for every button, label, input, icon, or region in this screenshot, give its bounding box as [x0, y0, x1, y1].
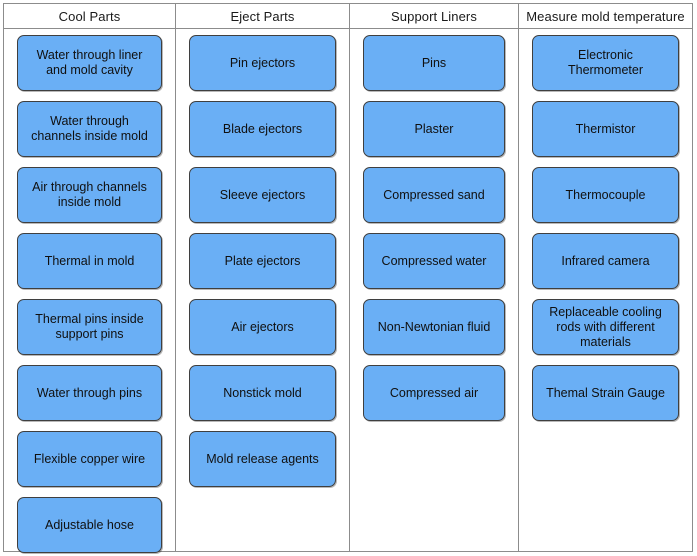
column-header-label: Eject Parts: [230, 8, 295, 24]
card-label: Adjustable hose: [45, 517, 134, 532]
card-node[interactable]: Water through pins: [17, 365, 162, 421]
column-header-row: Cool Parts Eject Parts Support Liners Me…: [4, 4, 692, 29]
card-node[interactable]: Non-Newtonian fluid: [363, 299, 505, 355]
card-label: Thermistor: [575, 121, 636, 136]
card-node[interactable]: Plaster: [363, 101, 505, 157]
card-node[interactable]: Adjustable hose: [17, 497, 162, 553]
card-label: Air through channels inside mold: [32, 180, 147, 209]
card-label: Water through channels inside mold: [31, 114, 148, 143]
card-label: Thermal pins inside support pins: [35, 312, 144, 341]
card-node[interactable]: Water through channels inside mold: [17, 101, 162, 157]
card-node[interactable]: Thermocouple: [532, 167, 679, 223]
card-node[interactable]: Blade ejectors: [189, 101, 336, 157]
card-label: Air ejectors: [231, 319, 294, 334]
card-node[interactable]: Mold release agents: [189, 431, 336, 487]
card-node[interactable]: Flexible copper wire: [17, 431, 162, 487]
card-label: Compressed sand: [383, 187, 485, 202]
column-body-measure-mold-temperature: Electronic Thermometer Thermistor Thermo…: [519, 29, 692, 551]
card-node[interactable]: Air ejectors: [189, 299, 336, 355]
card-label: Thermocouple: [565, 187, 646, 202]
card-label: Water through liner and mold cavity: [36, 48, 143, 77]
column-body-eject-parts: Pin ejectors Blade ejectors Sleeve eject…: [176, 29, 350, 551]
column-header-cool-parts: Cool Parts: [4, 4, 176, 28]
card-label: Nonstick mold: [223, 385, 302, 400]
card-node[interactable]: Plate ejectors: [189, 233, 336, 289]
column-header-support-liners: Support Liners: [350, 4, 519, 28]
card-label: Sleeve ejectors: [219, 187, 306, 202]
card-label: Water through pins: [36, 385, 143, 400]
card-label: Plate ejectors: [224, 253, 301, 268]
card-node[interactable]: Thermal in mold: [17, 233, 162, 289]
card-label: Non-Newtonian fluid: [377, 319, 491, 334]
card-label: Thermal in mold: [44, 253, 135, 268]
column-body-row: Water through liner and mold cavity Wate…: [4, 29, 692, 553]
card-node[interactable]: Infrared camera: [532, 233, 679, 289]
card-label: Blade ejectors: [222, 121, 303, 136]
affinity-diagram-board: Cool Parts Eject Parts Support Liners Me…: [3, 3, 693, 553]
card-label: Infrared camera: [561, 253, 650, 268]
card-node[interactable]: Water through liner and mold cavity: [17, 35, 162, 91]
card-label: Compressed air: [389, 385, 479, 400]
card-node[interactable]: Compressed air: [363, 365, 505, 421]
card-node[interactable]: Themal Strain Gauge: [532, 365, 679, 421]
column-header-label: Support Liners: [391, 8, 477, 24]
card-label: Compressed water: [381, 253, 487, 268]
card-label: Mold release agents: [206, 451, 319, 466]
column-header-label: Measure mold temperature: [526, 8, 685, 24]
card-node[interactable]: Sleeve ejectors: [189, 167, 336, 223]
card-label: Themal Strain Gauge: [546, 385, 665, 400]
card-node[interactable]: Pins: [363, 35, 505, 91]
column-header-eject-parts: Eject Parts: [176, 4, 350, 28]
card-node[interactable]: Electronic Thermometer: [532, 35, 679, 91]
card-node[interactable]: Compressed water: [363, 233, 505, 289]
card-label: Pin ejectors: [229, 55, 296, 70]
card-node[interactable]: Thermal pins inside support pins: [17, 299, 162, 355]
card-node[interactable]: Compressed sand: [363, 167, 505, 223]
card-label: Plaster: [414, 121, 454, 136]
card-label: Replaceable cooling rods with different …: [549, 304, 662, 349]
column-body-cool-parts: Water through liner and mold cavity Wate…: [4, 29, 176, 553]
card-node[interactable]: Thermistor: [532, 101, 679, 157]
card-node[interactable]: Nonstick mold: [189, 365, 336, 421]
card-node[interactable]: Pin ejectors: [189, 35, 336, 91]
card-node[interactable]: Air through channels inside mold: [17, 167, 162, 223]
column-header-label: Cool Parts: [58, 8, 121, 24]
card-node[interactable]: Replaceable cooling rods with different …: [532, 299, 679, 355]
column-header-measure-mold-temperature: Measure mold temperature: [519, 4, 692, 28]
card-label: Electronic Thermometer: [567, 48, 644, 77]
card-label: Pins: [421, 55, 447, 70]
card-label: Flexible copper wire: [33, 451, 146, 466]
column-body-support-liners: Pins Plaster Compressed sand Compressed …: [350, 29, 519, 551]
